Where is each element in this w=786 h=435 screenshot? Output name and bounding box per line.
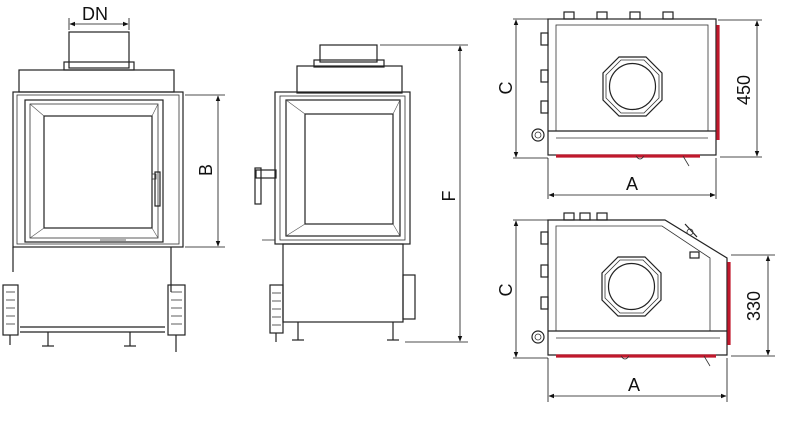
dim-330-label: 330	[744, 291, 764, 321]
f-label: F	[439, 191, 459, 202]
a-bottom-label: A	[628, 375, 640, 395]
plan-view-450	[513, 11, 762, 199]
dim-450-label: 450	[734, 75, 754, 105]
c-top-label: C	[496, 82, 516, 95]
side-view	[254, 44, 468, 343]
b-label: B	[196, 164, 216, 176]
a-top-label: A	[626, 174, 638, 194]
c-bottom-label: C	[496, 284, 516, 297]
plan-view-330	[513, 212, 775, 402]
dn-label: DN	[82, 4, 108, 24]
front-view	[2, 18, 225, 352]
